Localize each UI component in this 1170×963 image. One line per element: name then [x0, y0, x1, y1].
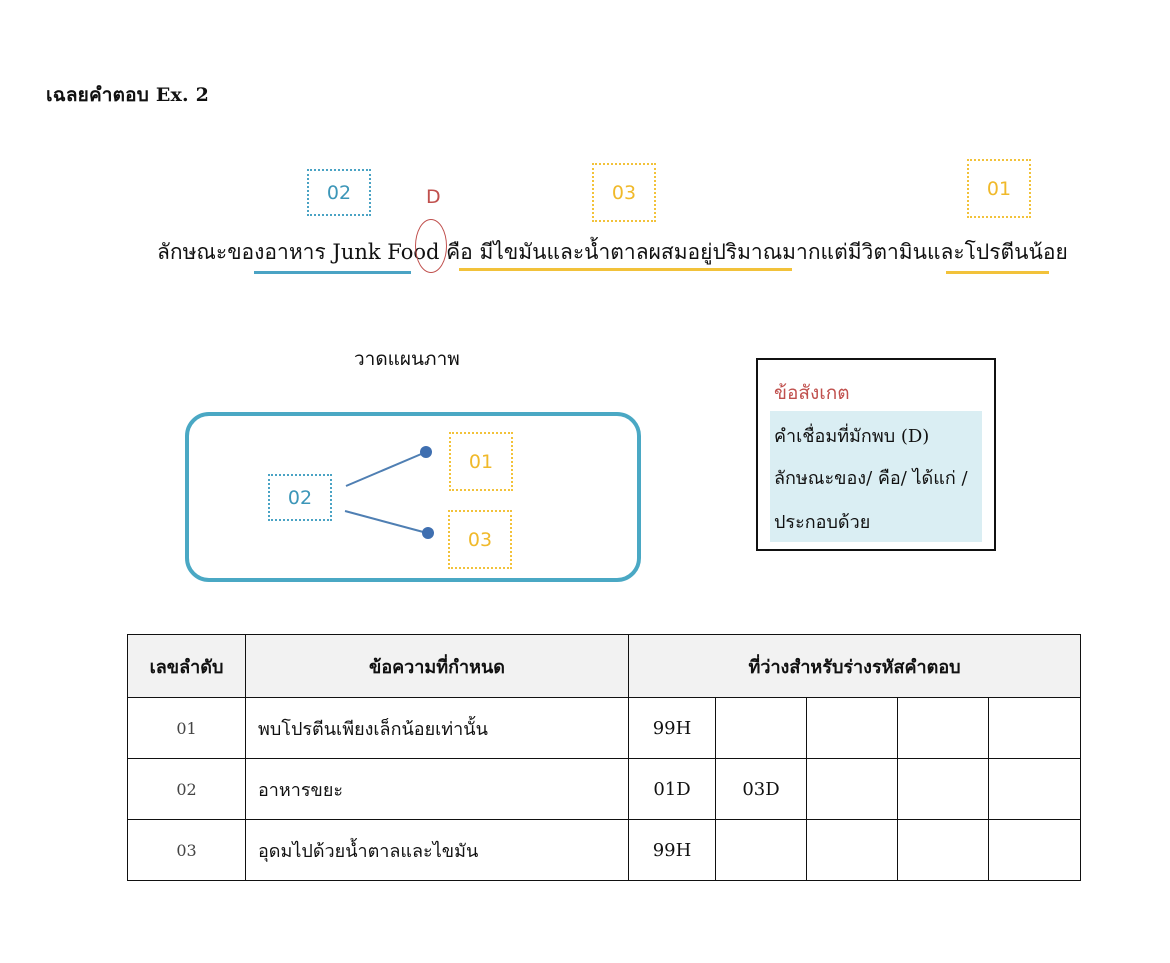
page-heading: เฉลยคำตอบ Ex. 2: [46, 84, 210, 106]
row-statement: อาหารขยะ: [245, 758, 629, 820]
sentence-label-01: 01: [967, 159, 1031, 218]
underline-02: [254, 271, 411, 274]
header-codes: ที่ว่างสำหรับร่างรหัสคำตอบ: [627, 634, 1082, 698]
code-cell: [987, 819, 1082, 881]
diagram-node-bottom: 03: [448, 510, 512, 569]
code-cell: [806, 697, 898, 759]
connector-dot-bottom: [422, 527, 434, 539]
code-cell: 01D: [628, 758, 716, 820]
note-line-3: ประกอบด้วย: [774, 512, 871, 533]
note-title: ข้อสังเกต: [774, 382, 850, 404]
connector-circle: [415, 219, 447, 273]
note-box: ข้อสังเกต คำเชื่อมที่มักพบ (D) ลักษณะของ…: [756, 358, 996, 551]
connector-line-top: [345, 451, 427, 487]
underline-03: [459, 268, 792, 271]
diagram-node-top: 01: [449, 432, 513, 491]
code-cell: [806, 819, 898, 881]
example-sentence: ลักษณะของอาหาร Junk Food คือ มีไขมันและน…: [157, 236, 1068, 269]
code-cell: [806, 758, 898, 820]
code-cell: [987, 697, 1082, 759]
sentence-part-fat-sugar: มีไขมันและน้ำตาลผสมอยู่ปริมาณมากแต่มีวิต…: [479, 240, 965, 264]
table-row: 01 พบโปรตีนเพียงเล็กน้อยเท่านั้น 99H: [127, 697, 1082, 759]
row-statement: พบโปรตีนเพียงเล็กน้อยเท่านั้น: [245, 697, 629, 759]
header-number: เลขลำดับ: [127, 634, 246, 698]
row-number: 01: [127, 697, 246, 759]
diagram-frame: [185, 412, 641, 582]
code-cell: [715, 697, 807, 759]
table-row: 02 อาหารขยะ 01D 03D: [127, 758, 1082, 820]
code-cell: [987, 758, 1082, 820]
note-content: คำเชื่อมที่มักพบ (D) ลักษณะของ/ คือ/ ได้…: [770, 411, 982, 542]
sentence-part-subject: ลักษณะของอาหาร Junk Food: [157, 240, 440, 264]
code-cell: [897, 697, 989, 759]
row-statement: อุดมไปด้วยน้ำตาลและไขมัน: [245, 819, 629, 881]
code-cell: [897, 758, 989, 820]
connector-dot-top: [420, 446, 432, 458]
sentence-label-d: D: [426, 186, 441, 208]
underline-01: [946, 271, 1049, 274]
sentence-label-02: 02: [307, 169, 371, 216]
diagram-title: วาดแผนภาพ: [354, 348, 460, 370]
connector-line-bottom: [344, 510, 428, 534]
row-number: 03: [127, 819, 246, 881]
row-number: 02: [127, 758, 246, 820]
code-cell: 03D: [715, 758, 807, 820]
code-cell: 99H: [628, 697, 716, 759]
code-cell: 99H: [628, 819, 716, 881]
code-cell: [715, 819, 807, 881]
sentence-label-03: 03: [592, 163, 656, 222]
sentence-part-connector: คือ: [446, 240, 473, 264]
diagram-node-root: 02: [268, 474, 332, 521]
note-line-2: ลักษณะของ/ คือ/ ได้แก่ /: [774, 468, 968, 489]
note-line-1: คำเชื่อมที่มักพบ (D): [774, 426, 930, 447]
code-cell: [897, 819, 989, 881]
answer-table: เลขลำดับ ข้อความที่กำหนด ที่ว่างสำหรับร่…: [127, 634, 1082, 881]
sentence-part-protein: โปรตีนน้อย: [964, 240, 1068, 264]
table-header-row: เลขลำดับ ข้อความที่กำหนด ที่ว่างสำหรับร่…: [127, 634, 1082, 698]
header-statement: ข้อความที่กำหนด: [245, 634, 629, 698]
table-row: 03 อุดมไปด้วยน้ำตาลและไขมัน 99H: [127, 819, 1082, 881]
